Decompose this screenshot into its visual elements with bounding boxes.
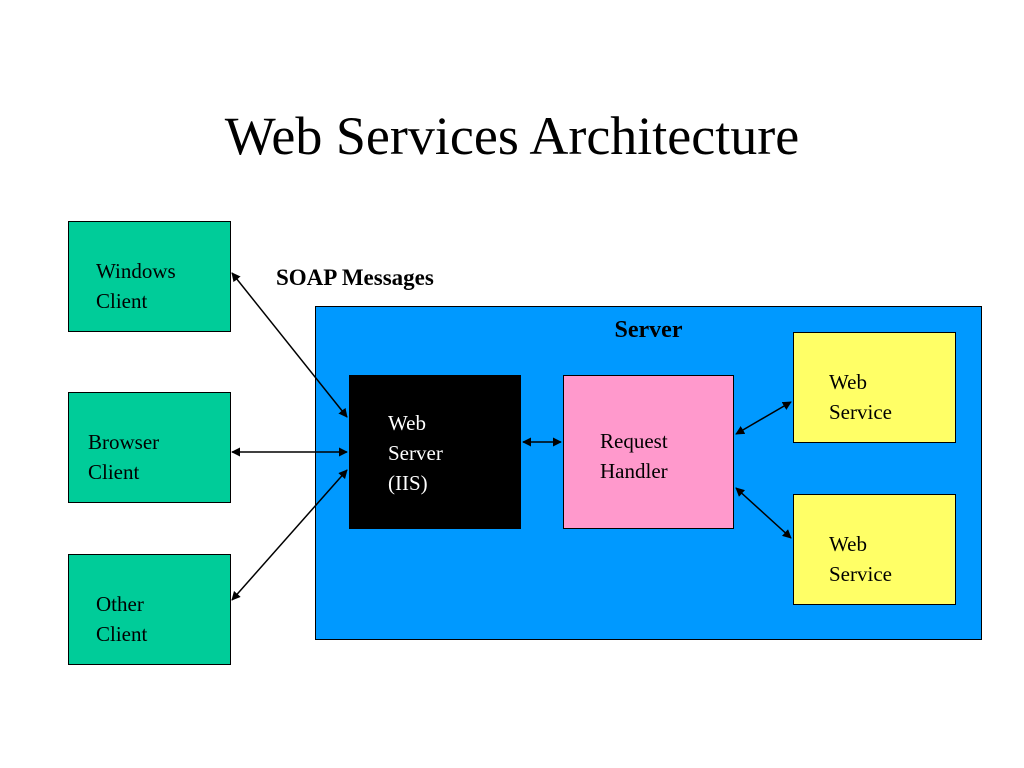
server-label: Server	[614, 317, 683, 343]
web-service-box-1: Web Service	[793, 332, 956, 443]
browser-client-box: Browser Client	[68, 392, 231, 503]
request-handler-line-2: Handler	[600, 459, 668, 483]
page-title: Web Services Architecture	[224, 106, 800, 166]
web-service-1-line-1: Web	[829, 370, 867, 394]
arrow-request-handler-web-service-1	[735, 401, 792, 435]
web-service-2-line-1: Web	[829, 532, 867, 556]
other-client-line-1: Other	[96, 592, 144, 616]
web-server-box: Web Server (IIS)	[349, 375, 521, 529]
other-client-line-2: Client	[96, 622, 148, 646]
web-service-1-label: Web Service	[829, 367, 892, 427]
web-server-line-3: (IIS)	[388, 471, 428, 495]
windows-client-label: Windows Client	[96, 256, 176, 316]
browser-client-line-2: Client	[88, 460, 140, 484]
arrow-windows-client-web-server	[231, 272, 348, 418]
web-server-line-2: Server	[388, 441, 443, 465]
windows-client-line-2: Client	[96, 289, 148, 313]
web-service-2-label: Web Service	[829, 529, 892, 589]
windows-client-box: Windows Client	[68, 221, 231, 332]
request-handler-line-1: Request	[600, 429, 668, 453]
web-service-2-line-2: Service	[829, 562, 892, 586]
web-server-line-1: Web	[388, 411, 426, 435]
web-server-label: Web Server (IIS)	[388, 408, 443, 498]
arrow-request-handler-web-service-2	[735, 487, 792, 539]
web-service-1-line-2: Service	[829, 400, 892, 424]
request-handler-box: Request Handler	[563, 375, 734, 529]
arrow-other-client-web-server	[231, 469, 348, 601]
browser-client-line-1: Browser	[88, 430, 160, 454]
other-client-label: Other Client	[96, 589, 147, 649]
browser-client-label: Browser Client	[88, 427, 159, 487]
request-handler-label: Request Handler	[600, 426, 668, 486]
other-client-box: Other Client	[68, 554, 231, 665]
web-service-box-2: Web Service	[793, 494, 956, 605]
windows-client-line-1: Windows	[96, 259, 176, 283]
